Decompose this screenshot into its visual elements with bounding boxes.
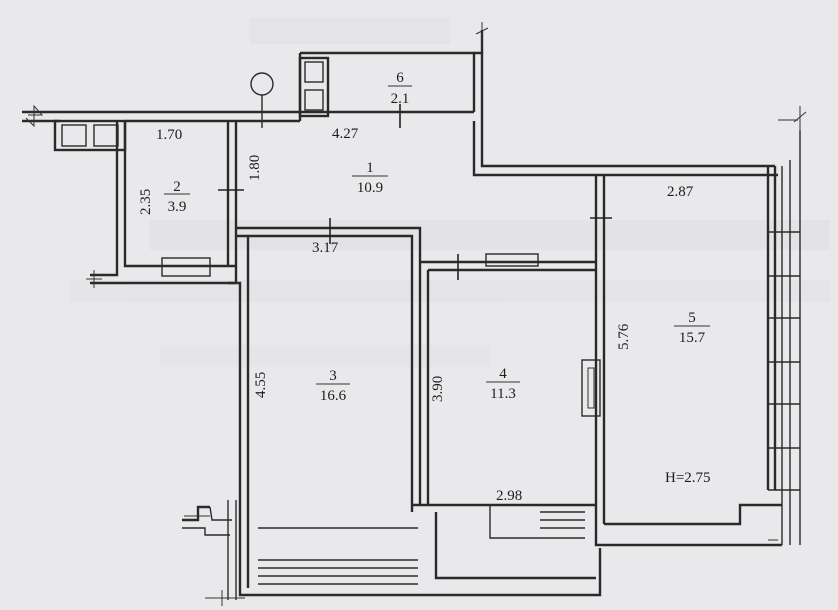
dim-5-76: 5.76	[616, 323, 632, 350]
break-lines	[25, 22, 807, 606]
room-3-label: 3 16.6	[316, 368, 350, 404]
room-3-area: 16.6	[320, 388, 347, 404]
dim-2-35: 2.35	[138, 189, 154, 215]
room-6-area: 2.1	[391, 91, 410, 107]
room-1-number: 1	[366, 160, 374, 176]
room-5-number: 5	[688, 310, 696, 326]
dim-1-70: 1.70	[156, 127, 182, 143]
room-4-number: 4	[499, 366, 507, 382]
room-4-label: 4 11.3	[486, 366, 520, 402]
dim-3-17: 3.17	[312, 240, 339, 256]
door-openings	[161, 104, 612, 417]
room-1-area: 10.9	[357, 180, 383, 196]
dim-4-55: 4.55	[253, 372, 269, 398]
background-bleed-through	[70, 18, 830, 367]
dimension-labels: 1.70 4.27 2.87 3.17 2.98 1.80 2.35 4.55 …	[138, 126, 711, 504]
dim-3-90: 3.90	[430, 376, 446, 402]
room-6-number: 6	[396, 70, 404, 86]
room-1-label: 1 10.9	[352, 160, 388, 196]
room-2-area: 3.9	[168, 199, 187, 215]
room-6-label: 6 2.1	[388, 70, 412, 107]
riser-symbol	[250, 72, 274, 128]
room-4-area: 11.3	[490, 386, 516, 402]
dim-2-98: 2.98	[496, 488, 522, 504]
room-labels: 6 2.1 1 10.9 2 3.9 3 16.6 4 11.3 5 15.7	[164, 70, 710, 404]
room-5-label: 5 15.7	[674, 310, 710, 346]
room-3-number: 3	[329, 368, 337, 384]
dim-4-27: 4.27	[332, 126, 359, 142]
dim-1-80: 1.80	[247, 155, 263, 181]
room-2-number: 2	[173, 179, 181, 195]
dim-2-87: 2.87	[667, 184, 694, 200]
ceiling-height: H=2.75	[665, 470, 711, 486]
window-right	[768, 231, 800, 491]
walls	[22, 30, 801, 600]
room-5-area: 15.7	[679, 330, 706, 346]
ventilation-shafts	[53, 56, 330, 152]
room-2-label: 2 3.9	[164, 179, 190, 215]
